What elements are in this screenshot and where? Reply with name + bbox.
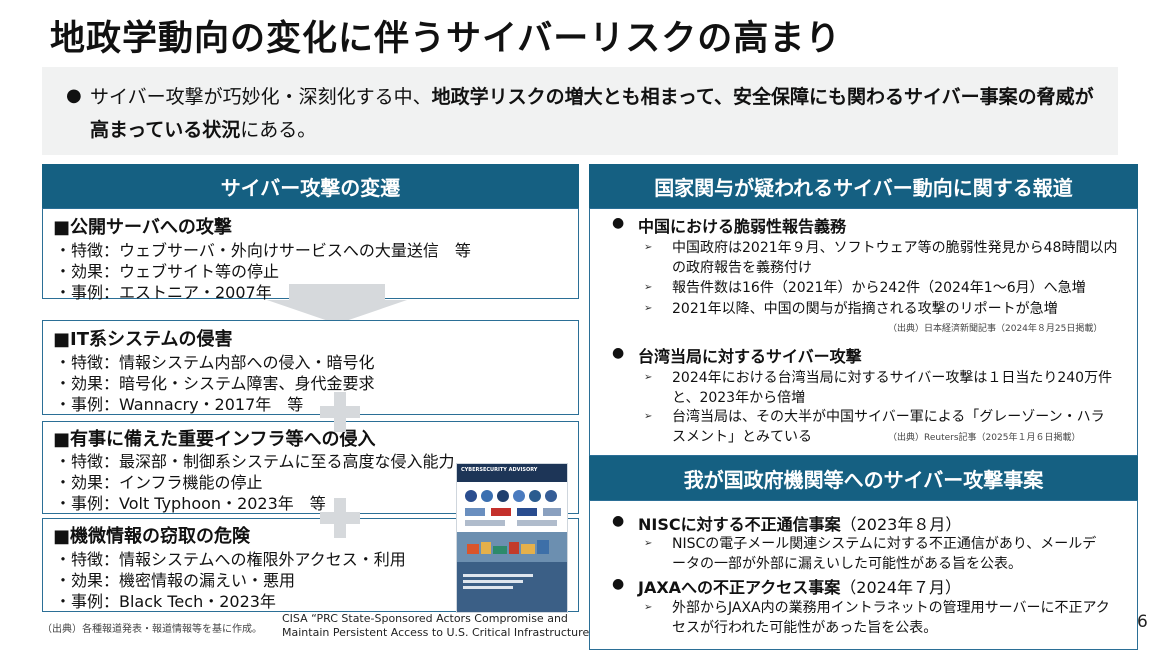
section-title-jaxa: JAXAへの不正アクセス事案（2024年７月） — [638, 578, 961, 597]
item-feature: ・特徴：情報システムへの権限外アクセス・利用 — [55, 550, 406, 569]
left-source-note: （出典）各種報道発表・報道情報等を基に作成。 — [42, 624, 262, 635]
arrow-icon: ➢ — [644, 282, 653, 293]
bullet-icon: ● — [612, 513, 625, 529]
arrow-icon: ➢ — [644, 538, 653, 549]
source-note: （出典）Reuters記事（2025年１月６日掲載） — [888, 433, 1081, 443]
item-effect: ・効果：ウェブサイト等の停止 — [55, 262, 280, 281]
arrow-icon: ➢ — [644, 242, 653, 253]
summary-text: サイバー攻撃が巧妙化・深刻化する中、地政学リスクの増大とも相まって、安全保障にも… — [90, 86, 1094, 141]
item-example: ・事例：エストニア・2007年 — [55, 283, 272, 302]
attack-item-public-server: ■公開サーバへの攻撃 ・特徴：ウェブサーバ・外向けサービスへの大量送信 等 ・効… — [42, 208, 579, 302]
item-effect: ・効果：暗号化・システム障害、身代金要求 — [55, 374, 375, 393]
section-title-taiwan: 台湾当局に対するサイバー攻撃 — [638, 347, 862, 366]
attack-item-it-system: ■IT系システムの侵害 ・特徴：情報システム内部への侵入・暗号化 ・効果：暗号化… — [42, 320, 579, 415]
plus-icon — [320, 498, 360, 538]
bullet-icon: ● — [612, 345, 625, 361]
item-title: ■IT系システムの侵害 — [53, 329, 233, 350]
gov-incidents-box — [589, 500, 1138, 650]
arrow-icon: ➢ — [644, 303, 653, 314]
page-title: 地政学動向の変化に伴うサイバーリスクの高まり — [50, 19, 842, 59]
state-involvement-header: 国家関与が疑われるサイバー動向に関する報道 — [589, 164, 1138, 208]
incident-item: 外部からJAXA内の業務用イントラネットの管理用サーバーに不正アクセスが行われた… — [672, 600, 1110, 636]
report-item: 報告件数は16件（2021年）から242件（2024年1～6月）へ急増 — [672, 280, 1086, 296]
advisory-banner: CYBERSECURITY ADVISORY — [457, 464, 567, 482]
section-title-china: 中国における脆弱性報告義務 — [638, 217, 847, 236]
gov-incidents-header: 我が国政府機関等へのサイバー攻撃事案 — [589, 456, 1138, 500]
report-item: 2024年における台湾当局に対するサイバー攻撃は１日当たり240万件と、2023… — [672, 370, 1113, 406]
item-example: ・事例：Wannacry・2017年 等 — [55, 395, 304, 414]
item-title: ■機微情報の窃取の危険 — [53, 526, 251, 547]
item-feature: ・特徴：情報システム内部への侵入・暗号化 — [55, 353, 375, 372]
arrow-icon: ➢ — [644, 372, 653, 383]
item-effect: ・効果：インフラ機能の停止 — [55, 473, 263, 492]
cisa-caption: CISA “PRC State-Sponsored Actors Comprom… — [282, 612, 595, 639]
arrow-icon: ➢ — [644, 411, 653, 422]
item-title: ■公開サーバへの攻撃 — [53, 217, 232, 238]
advisory-cover-image — [457, 490, 567, 612]
item-feature: ・特徴：最深部・制御系システムに至る高度な侵入能力 — [55, 452, 455, 471]
arrow-down-icon — [267, 284, 407, 324]
bullet-icon: ● — [612, 215, 625, 231]
bullet-icon: ● — [66, 85, 82, 106]
item-example: ・事例：Black Tech・2023年 — [55, 592, 276, 611]
section-title-nisc: NISCに対する不正通信事案（2023年８月） — [638, 515, 962, 534]
source-note: （出典）日本経済新聞記事（2024年８月25日掲載） — [888, 324, 1103, 334]
bullet-icon: ● — [612, 576, 625, 592]
report-item: 台湾当局は、その大半が中国サイバー軍による「グレーゾーン・ハラスメント」とみてい… — [672, 409, 1105, 445]
item-feature: ・特徴：ウェブサーバ・外向けサービスへの大量送信 等 — [55, 241, 471, 260]
attack-item-infrastructure: ■有事に備えた重要インフラ等への侵入 ・特徴：最深部・制御系システムに至る高度な… — [42, 421, 579, 514]
cisa-advisory-thumbnail: CYBERSECURITY ADVISORY — [456, 463, 568, 613]
item-title: ■有事に備えた重要インフラ等への侵入 — [53, 429, 376, 450]
incident-item: NISCの電子メール関連システムに対する不正通信があり、メールデータの一部が外部… — [672, 536, 1097, 572]
state-involvement-box — [589, 208, 1138, 456]
page-number: 6 — [1137, 612, 1148, 632]
report-item: 2021年以降、中国の関与が指摘される攻撃のリポートが急増 — [672, 301, 1058, 317]
cyber-attack-history-header: サイバー攻撃の変遷 — [42, 164, 579, 208]
item-effect: ・効果：機密情報の漏えい・悪用 — [55, 571, 296, 590]
plus-icon — [320, 392, 360, 432]
arrow-icon: ➢ — [644, 602, 653, 613]
report-item: 中国政府は2021年９月、ソフトウェア等の脆弱性発見から48時間以内の政府報告を… — [672, 240, 1118, 276]
summary-box: ● サイバー攻撃が巧妙化・深刻化する中、地政学リスクの増大とも相まって、安全保障… — [42, 67, 1118, 155]
item-example: ・事例：Volt Typhoon・2023年 等 — [55, 494, 326, 513]
